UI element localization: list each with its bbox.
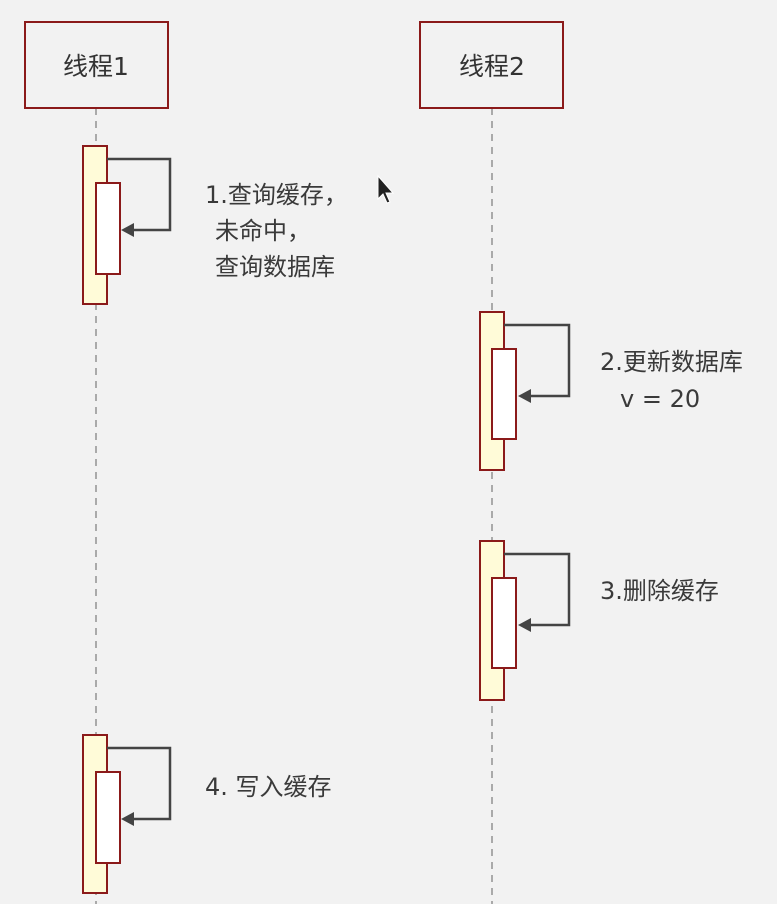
step-1-line-1: 1.查询缓存， [205, 181, 348, 209]
step-1-text: 1.查询缓存， 未命中， 查询数据库 [205, 181, 356, 281]
step-2: 2.更新数据库 v = 20 [479, 311, 751, 471]
arrow-head [121, 223, 134, 237]
step-3: 3.删除缓存 [479, 540, 719, 701]
inner-activation-bar [491, 577, 517, 669]
self-call-arrow [107, 157, 172, 232]
step-1-line-3: 查询数据库 [215, 253, 335, 281]
self-call-arrow [504, 552, 571, 627]
step-1-line-2: 未命中， [215, 217, 311, 245]
inner-activation-bar [95, 771, 121, 864]
participant-thread-2-label: 线程2 [459, 52, 525, 81]
step-4-text: 4. 写入缓存 [205, 773, 332, 801]
step-4-line-1: 4. 写入缓存 [205, 773, 332, 801]
step-2-line-1: 2.更新数据库 [600, 348, 743, 376]
arrow-head [518, 389, 531, 403]
mouse-cursor-icon [377, 174, 395, 204]
participant-thread-1: 线程1 [24, 21, 169, 109]
inner-activation-bar [95, 182, 121, 275]
step-3-text: 3.删除缓存 [600, 577, 719, 605]
arrow-head [518, 618, 531, 632]
arrow-head [121, 812, 134, 826]
step-2-text: 2.更新数据库 v = 20 [600, 348, 751, 413]
step-2-line-2: v = 20 [620, 385, 700, 413]
participant-thread-1-label: 线程1 [63, 52, 129, 81]
step-1: 1.查询缓存， 未命中， 查询数据库 [82, 145, 356, 305]
step-3-line-1: 3.删除缓存 [600, 577, 719, 605]
inner-activation-bar [491, 348, 517, 440]
self-call-arrow [107, 746, 172, 821]
participant-thread-2: 线程2 [419, 21, 564, 109]
self-call-arrow [504, 323, 571, 398]
step-4: 4. 写入缓存 [82, 734, 332, 894]
